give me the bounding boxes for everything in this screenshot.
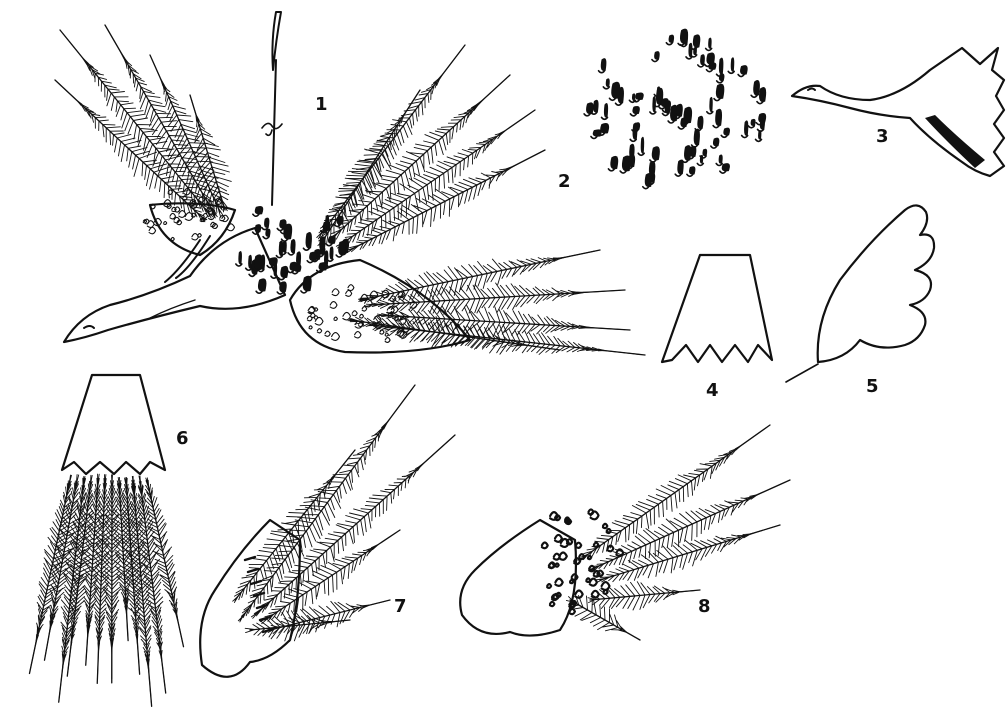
finished-bird-drawing: 1 (55, 12, 645, 355)
figure-label-2: 2 (558, 171, 571, 192)
cone-body (64, 228, 285, 342)
figure-label-5: 5 (866, 376, 879, 397)
cone-feathers (29, 474, 183, 706)
body-pattern-drawing: 3 (792, 48, 1004, 176)
wing-feathers (233, 385, 455, 641)
left-wing (55, 25, 235, 255)
figure-label-8: 8 (698, 596, 711, 617)
figure-label-4: 4 (706, 380, 719, 401)
right-upper-wing-feathers (317, 45, 545, 252)
figure-label-1: 1 (315, 94, 328, 115)
wing-pattern-drawing: 5 (786, 205, 934, 397)
fluffy-wing-drawing: 8 (460, 425, 790, 640)
figure-label-6: 6 (176, 428, 189, 449)
hanging-thread (262, 12, 282, 205)
left-wing-feathers (55, 25, 235, 241)
right-lower-wing (290, 250, 645, 355)
figure-label-7: 7 (394, 596, 407, 617)
feathered-cone-drawing: 6 (29, 375, 188, 706)
figure-label-3: 3 (876, 126, 889, 147)
fluff-ball-drawing: 2 (558, 15, 774, 192)
cone-pattern-drawing: 4 (662, 255, 772, 401)
wing-feathers-with-fluff (542, 425, 790, 640)
feathered-wing-drawing: 7 (200, 385, 455, 677)
